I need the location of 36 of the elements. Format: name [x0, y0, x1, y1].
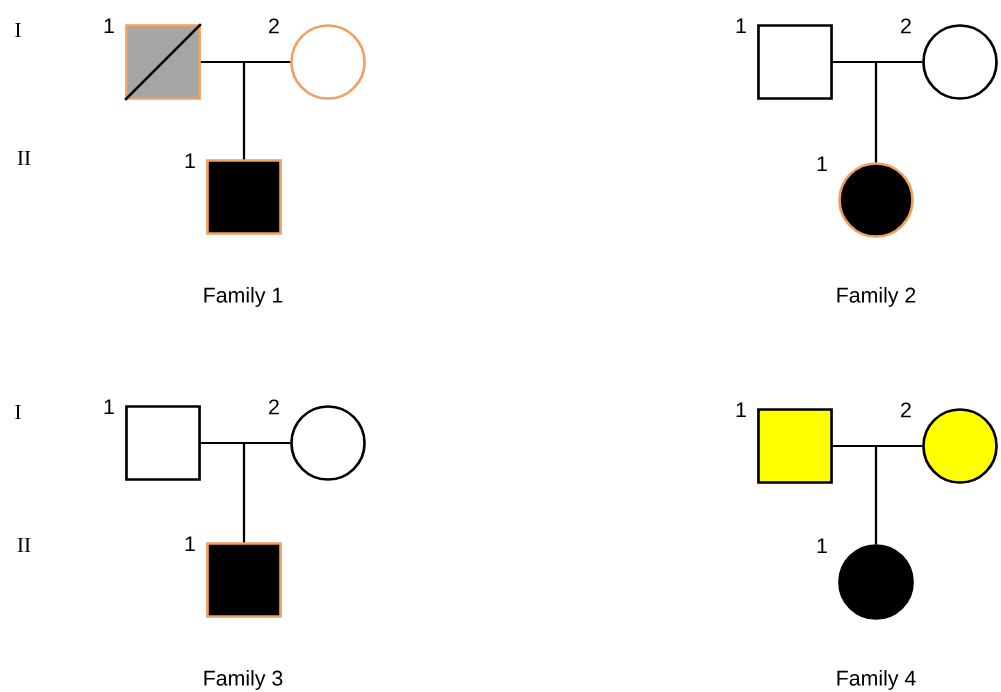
generation-number: 1 [185, 153, 195, 169]
generation-number: 2 [269, 399, 279, 415]
square-symbol [206, 159, 282, 235]
generation-number: 1 [817, 538, 827, 554]
generation-number: 1 [104, 399, 114, 415]
family-caption: Family 3 [204, 670, 283, 690]
generation-label: I [15, 405, 21, 419]
generation-number: 2 [901, 402, 911, 418]
generation-label: II [17, 538, 31, 552]
circle-symbol [922, 408, 998, 484]
family-caption: Family 1 [204, 287, 283, 307]
circle-symbol [838, 544, 914, 620]
generation-number: 1 [736, 18, 746, 34]
square-symbol [125, 405, 201, 481]
descent-line [242, 60, 291, 160]
deceased-square-symbol [124, 23, 202, 101]
family-caption: Family 2 [837, 287, 916, 307]
circle-symbol [290, 405, 366, 481]
generation-number: 2 [901, 18, 911, 34]
square-symbol [757, 408, 833, 484]
circle-symbol [838, 162, 914, 238]
descent-line [242, 441, 291, 543]
circle-symbol [290, 24, 366, 100]
generation-number: 2 [269, 18, 279, 34]
generation-number: 1 [185, 536, 195, 552]
generation-number: 1 [104, 18, 114, 34]
descent-line [874, 444, 923, 545]
generation-label: I [15, 23, 21, 37]
square-symbol [757, 24, 833, 100]
descent-line [874, 60, 923, 163]
circle-symbol [922, 24, 998, 100]
generation-label: II [17, 151, 31, 165]
square-symbol [206, 542, 282, 618]
family-caption: Family 4 [837, 670, 916, 690]
generation-number: 1 [817, 156, 827, 172]
generation-number: 1 [736, 402, 746, 418]
